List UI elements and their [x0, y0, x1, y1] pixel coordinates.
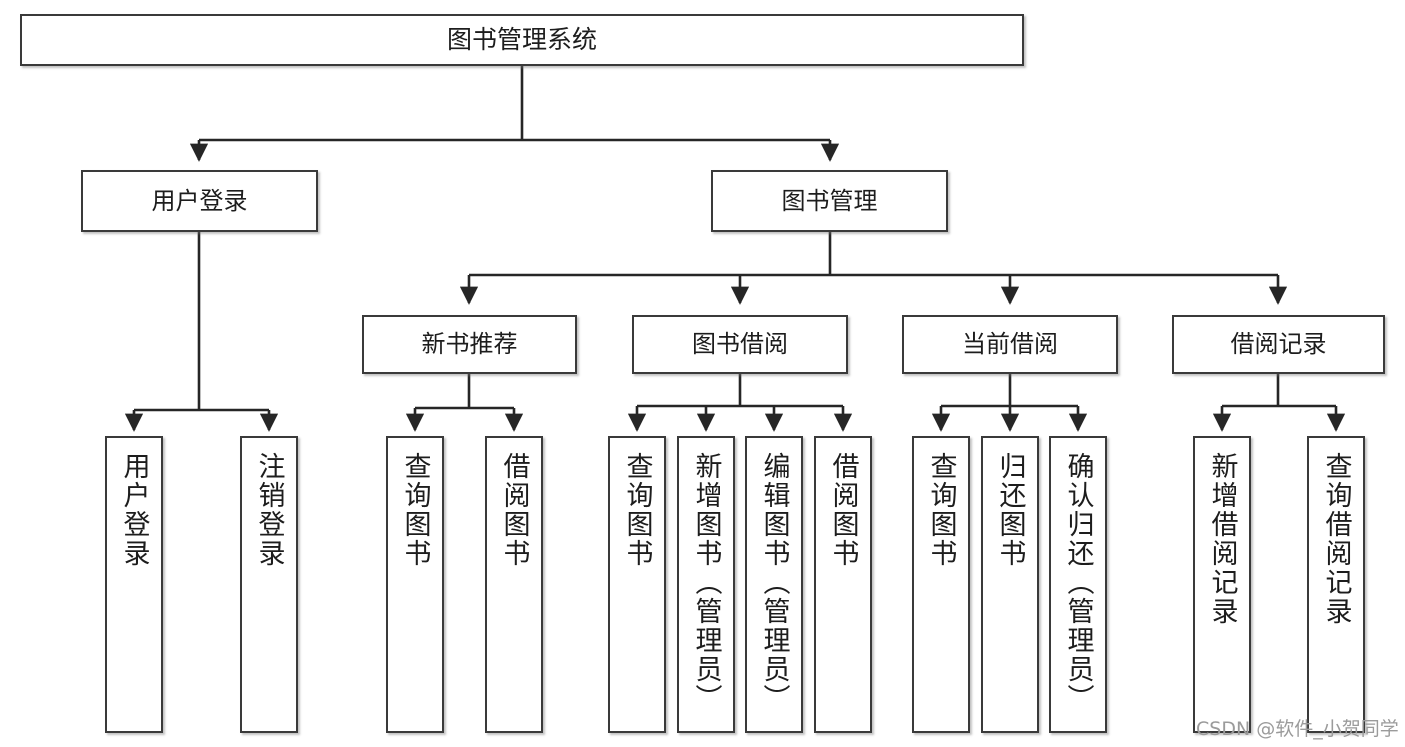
node-label: 查询图书: [399, 452, 431, 568]
node-label: 用户登录: [118, 452, 150, 568]
node-label: 图书管理: [781, 186, 878, 215]
node-label: 用户登录: [151, 186, 248, 215]
node-label: 借阅图书: [498, 452, 530, 568]
node-user-login[interactable]: 用户登录: [81, 170, 318, 232]
leaf-user-login-logout[interactable]: 注销登录: [240, 436, 298, 733]
leaf-current-borrow-return-book[interactable]: 归还图书: [981, 436, 1039, 733]
leaf-user-login-login[interactable]: 用户登录: [105, 436, 163, 733]
node-label: 新增图书（管理员）: [690, 452, 722, 713]
node-label: 新书推荐: [421, 330, 518, 359]
node-current-borrow[interactable]: 当前借阅: [902, 315, 1118, 374]
leaf-new-books-query-book[interactable]: 查询图书: [386, 436, 444, 733]
node-root-book-management-system[interactable]: 图书管理系统: [20, 14, 1024, 66]
node-label: 借阅图书: [827, 452, 859, 568]
leaf-book-borrow-edit-book-admin[interactable]: 编辑图书（管理员）: [745, 436, 803, 733]
leaf-current-borrow-query-book[interactable]: 查询图书: [912, 436, 970, 733]
node-label: 查询借阅记录: [1320, 452, 1352, 626]
leaf-borrow-records-add-record[interactable]: 新增借阅记录: [1193, 436, 1251, 733]
node-borrow-records[interactable]: 借阅记录: [1172, 315, 1385, 374]
node-label: 图书管理系统: [446, 25, 597, 55]
node-book-management[interactable]: 图书管理: [711, 170, 948, 232]
leaf-new-books-borrow-book[interactable]: 借阅图书: [485, 436, 543, 733]
node-label: 查询图书: [621, 452, 653, 568]
node-new-book-recommendation[interactable]: 新书推荐: [362, 315, 577, 374]
leaf-borrow-records-query-record[interactable]: 查询借阅记录: [1307, 436, 1365, 733]
node-label: 图书借阅: [692, 330, 788, 359]
node-label: 确认归还（管理员）: [1062, 452, 1094, 713]
node-label: 查询图书: [925, 452, 957, 568]
node-label: 新增借阅记录: [1206, 452, 1238, 626]
node-label: 编辑图书（管理员）: [758, 452, 790, 713]
leaf-current-borrow-confirm-return-admin[interactable]: 确认归还（管理员）: [1049, 436, 1107, 733]
node-label: 当前借阅: [962, 330, 1058, 359]
leaf-book-borrow-query-book[interactable]: 查询图书: [608, 436, 666, 733]
node-label: 归还图书: [994, 452, 1026, 568]
leaf-book-borrow-add-book-admin[interactable]: 新增图书（管理员）: [677, 436, 735, 733]
node-label: 注销登录: [253, 452, 285, 568]
leaf-book-borrow-borrow-book[interactable]: 借阅图书: [814, 436, 872, 733]
watermark-text: CSDN @软件_小贺同学: [1196, 718, 1399, 740]
node-label: 借阅记录: [1230, 330, 1327, 359]
node-book-borrow[interactable]: 图书借阅: [632, 315, 848, 374]
